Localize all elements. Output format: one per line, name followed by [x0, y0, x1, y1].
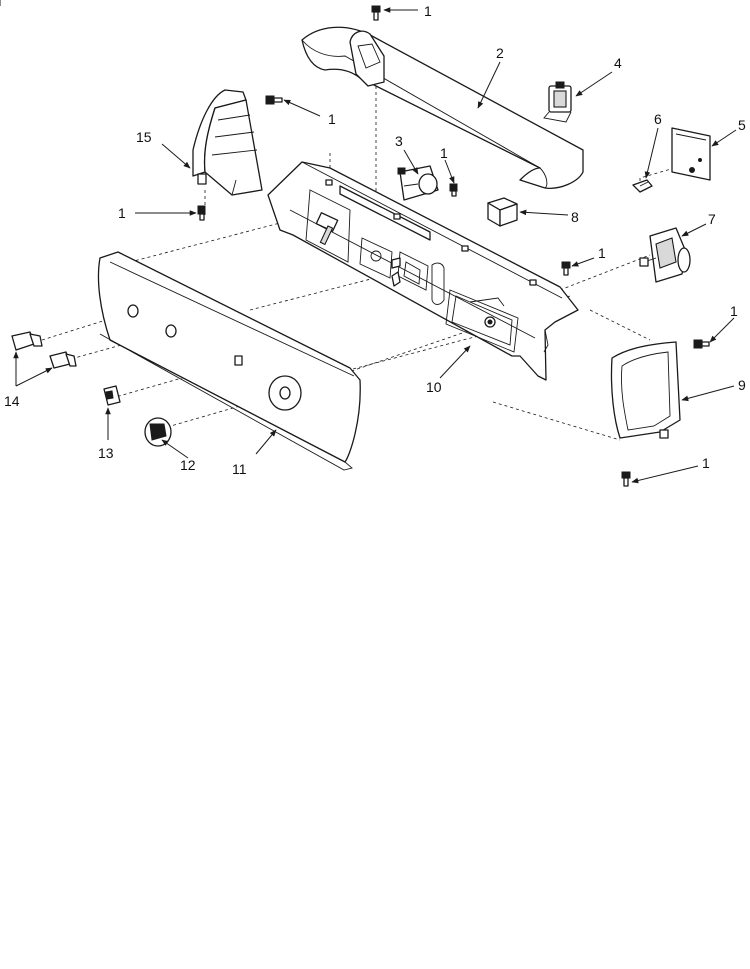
callout-10: 10: [426, 379, 442, 395]
screw-1f: [693, 339, 710, 349]
callout-1-left-cap-screw: 1: [328, 111, 336, 127]
callout-1-sensor-screw: 1: [440, 145, 448, 161]
callout-3: 3: [395, 133, 403, 149]
callout-1-top: 1: [424, 3, 432, 19]
screw-1g: [621, 471, 631, 487]
part-5-circuit-board: [671, 127, 711, 181]
callout-11: 11: [232, 461, 247, 477]
callout-2: 2: [496, 45, 504, 61]
callout-14: 14: [4, 393, 20, 409]
callout-12: 12: [180, 457, 196, 473]
callout-labels: 1 1 1 1 1 1 1 1 2 3 4 5 6 7 8 9 10 11 12…: [4, 3, 746, 477]
callout-1-left-lower-screw: 1: [118, 205, 126, 221]
callout-leaders: [13, 7, 737, 484]
part-13-button: [103, 385, 121, 406]
screw-1a-top: [371, 5, 381, 21]
part-6-clip: [632, 179, 653, 193]
part-11-front-console-panel: [97, 251, 361, 471]
screw-1e: [561, 261, 571, 276]
callout-1-timer-screw: 1: [598, 245, 606, 261]
part-15-left-end-cap: [192, 89, 263, 196]
screw-1b: [265, 95, 283, 105]
callout-5: 5: [738, 117, 746, 133]
part-3-sensor: [397, 165, 439, 201]
screw-1d: [197, 205, 206, 221]
part-9-right-end-cap: [610, 341, 681, 439]
part-10-console-panel: [267, 161, 579, 381]
callout-15: 15: [136, 129, 152, 145]
callout-13: 13: [98, 445, 114, 461]
part-12-knob: [144, 417, 172, 447]
part-4-switch: [543, 81, 572, 123]
callout-1-right-cap-screw: 1: [730, 303, 738, 319]
callout-9: 9: [738, 377, 746, 393]
part-14-lamps: [11, 331, 77, 369]
screw-1c: [449, 183, 458, 197]
part-8-cube: [487, 197, 518, 227]
callout-8: 8: [571, 209, 579, 225]
part-2-console-top-cover: [301, 26, 584, 189]
part-7-timer: [639, 227, 691, 283]
callout-4: 4: [614, 55, 622, 71]
callout-7: 7: [708, 211, 716, 227]
callout-1-bottom-screw: 1: [702, 455, 710, 471]
callout-6: 6: [654, 111, 662, 127]
